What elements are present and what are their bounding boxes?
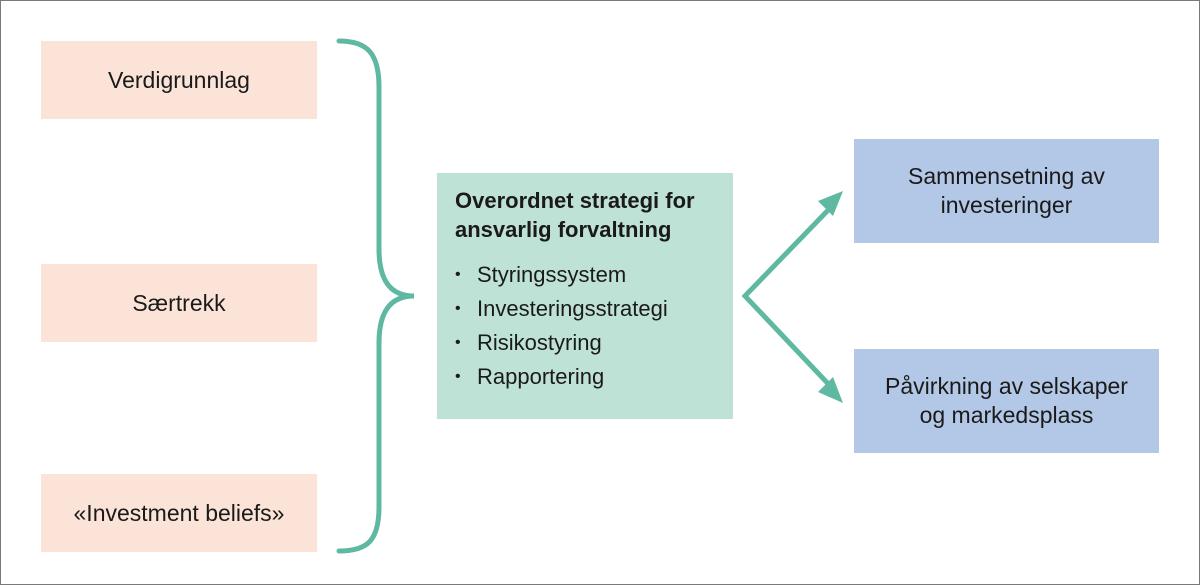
- input-label-investment-beliefs: «Investment beliefs»: [73, 499, 285, 526]
- bullet-icon: •: [455, 334, 461, 352]
- output-box-sammensetning: Sammensetning av investeringer: [854, 139, 1159, 243]
- arrowhead-up-icon: [818, 191, 843, 216]
- list-item: • Styringssystem: [455, 258, 717, 292]
- output-label-sammensetning-line2: investeringer: [940, 192, 1073, 218]
- input-label-saertrekk: Særtrekk: [132, 289, 226, 316]
- input-label-verdigrunnlag: Verdigrunnlag: [108, 66, 250, 93]
- input-box-investment-beliefs: «Investment beliefs»: [41, 474, 317, 552]
- bullet-icon: •: [455, 368, 461, 386]
- center-title-line1: Overordnet strategi for: [455, 188, 695, 213]
- output-label-sammensetning-line1: Sammensetning av: [908, 163, 1105, 190]
- bullet-icon: •: [455, 266, 461, 284]
- list-item-label: Investeringsstrategi: [477, 296, 668, 322]
- list-item: • Risikostyring: [455, 326, 717, 360]
- list-item-label: Rapportering: [477, 364, 605, 390]
- center-title: Overordnet strategi for ansvarlig forval…: [455, 187, 717, 244]
- list-item-label: Risikostyring: [477, 330, 602, 356]
- output-box-paavirkning: Påvirkning av selskaper og markedsplass: [854, 349, 1159, 453]
- center-title-line2: ansvarlig forvaltning: [455, 216, 672, 242]
- center-list: • Styringssystem • Investeringsstrategi • R…: [455, 258, 717, 394]
- list-item-label: Styringssystem: [477, 262, 627, 288]
- input-box-saertrekk: Særtrekk: [41, 264, 317, 342]
- curly-brace-icon: [336, 38, 415, 554]
- output-label-paavirkning-line1: Påvirkning av selskaper: [885, 373, 1128, 400]
- center-strategy-box: Overordnet strategi for ansvarlig forval…: [437, 173, 733, 419]
- list-item: • Investeringsstrategi: [455, 292, 717, 326]
- list-item: • Rapportering: [455, 360, 717, 394]
- bullet-icon: •: [455, 300, 461, 318]
- arrowhead-down-icon: [818, 377, 843, 403]
- input-box-verdigrunnlag: Verdigrunnlag: [41, 41, 317, 119]
- branch-arrow-lines: [741, 201, 837, 393]
- output-label-paavirkning-line2: og markedsplass: [919, 402, 1094, 428]
